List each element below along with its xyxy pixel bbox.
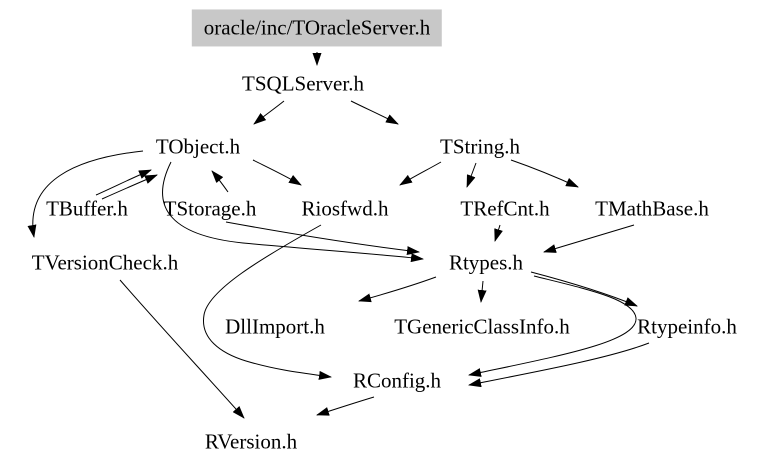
edge-TObject-to-Riosfwd xyxy=(252,159,302,186)
edge-Rtypes-to-RConfig xyxy=(468,275,637,377)
edge-TString-to-Riosfwd xyxy=(399,161,442,186)
edge-TStorage-to-TObject xyxy=(211,170,229,193)
edge-Rtypes-to-Rtypeinfo xyxy=(530,271,638,307)
graph-node-Rtypeinfo[interactable]: Rtypeinfo.h xyxy=(637,314,737,339)
edge-TString-to-TRefCnt xyxy=(466,162,477,188)
edge-TSQLServer-to-TObject xyxy=(253,100,285,125)
graph-node-TStorage[interactable]: TStorage.h xyxy=(163,196,257,221)
graph-node-TMathBase[interactable]: TMathBase.h xyxy=(595,196,709,221)
graph-node-TGenericClassInfo[interactable]: TGenericClassInfo.h xyxy=(394,314,570,339)
edge-TObject-to-TVersionCheck xyxy=(27,150,144,238)
edge-TObject-to-Rtypes xyxy=(162,161,424,263)
graph-node-RVersion[interactable]: RVersion.h xyxy=(204,429,298,454)
edge-TSQLServer-to-TString xyxy=(350,100,399,125)
graph-node-TRefCnt[interactable]: TRefCnt.h xyxy=(460,196,550,221)
graph-node-TBuffer[interactable]: TBuffer.h xyxy=(46,196,128,221)
edge-TString-to-TMathBase xyxy=(510,159,579,188)
graph-node-TOracleServer[interactable]: oracle/inc/TOracleServer.h xyxy=(191,9,443,47)
graph-node-TObject[interactable]: TObject.h xyxy=(155,134,241,159)
edge-TStorage-to-Rtypes xyxy=(225,221,420,256)
graph-node-TSQLServer[interactable]: TSQLServer.h xyxy=(242,71,364,96)
edge-Riosfwd-to-RConfig xyxy=(203,224,332,380)
edge-TRefCnt-to-Rtypes xyxy=(494,224,503,242)
edge-Rtypes-to-TGenericClassInfo xyxy=(477,280,487,303)
edge-RConfig-to-RVersion xyxy=(316,396,375,416)
graph-node-TVersionCheck[interactable]: TVersionCheck.h xyxy=(31,250,179,275)
graph-node-Rtypes[interactable]: Rtypes.h xyxy=(448,250,524,275)
edge-Rtypeinfo-to-RConfig xyxy=(468,342,650,388)
graph-node-DllImport[interactable]: DllImport.h xyxy=(225,314,325,339)
edges-group xyxy=(27,52,650,419)
edge-Rtypes-to-DllImport xyxy=(358,276,437,303)
graph-node-Riosfwd[interactable]: Riosfwd.h xyxy=(301,196,389,221)
graph-node-RConfig[interactable]: RConfig.h xyxy=(352,368,442,393)
edge-TMathBase-to-Rtypes xyxy=(543,224,635,253)
edge-TVersionCheck-to-RVersion xyxy=(119,279,245,419)
edge-TBuffer-to-TObject xyxy=(95,169,152,196)
graph-node-TString[interactable]: TString.h xyxy=(440,134,520,159)
edge-TBuffer-to-TObject xyxy=(101,174,158,200)
